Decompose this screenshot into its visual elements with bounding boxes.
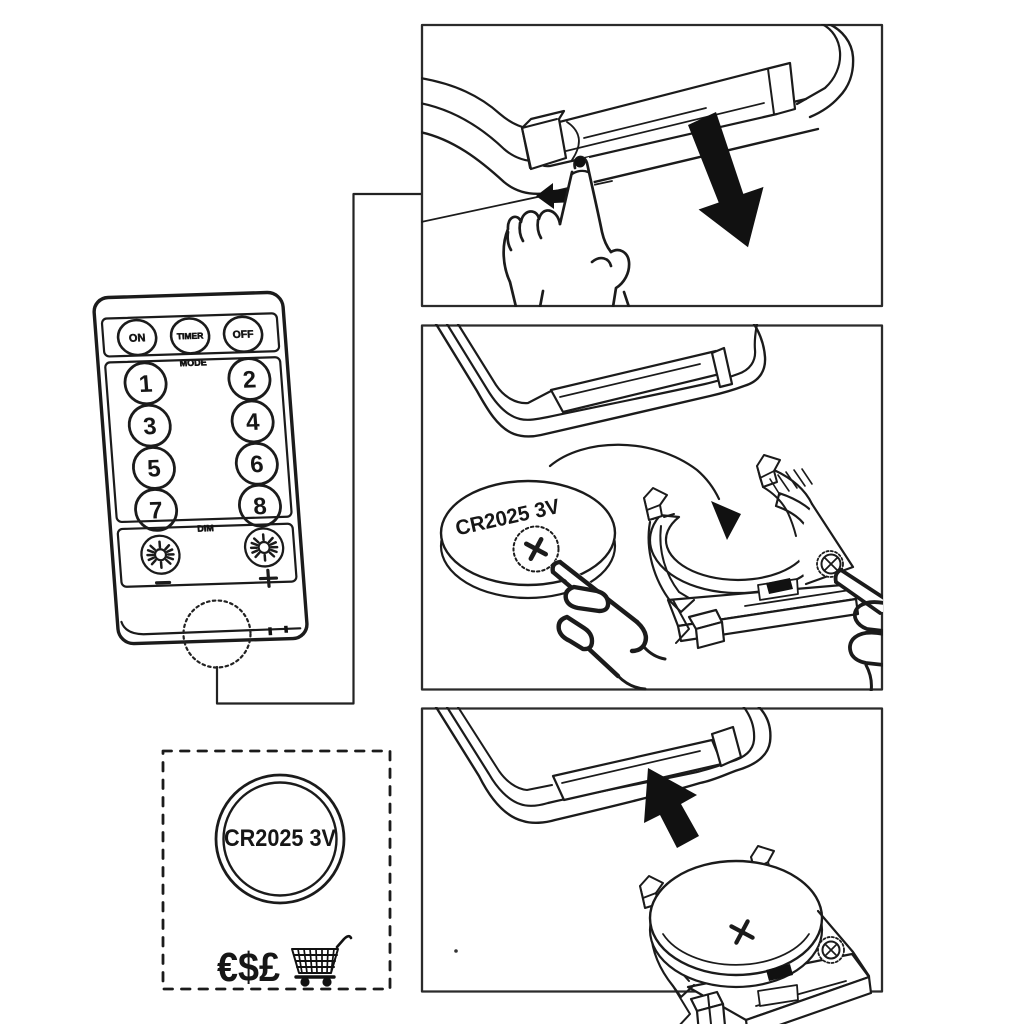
svg-text:OFF: OFF — [232, 328, 254, 341]
svg-text:1: 1 — [138, 371, 153, 398]
svg-text:5: 5 — [146, 455, 161, 482]
svg-text:3: 3 — [142, 413, 157, 440]
svg-text:€$£: €$£ — [217, 944, 280, 990]
svg-text:MODE: MODE — [179, 357, 207, 368]
svg-text:CR2025 3V: CR2025 3V — [224, 825, 336, 852]
svg-text:DIM: DIM — [197, 523, 214, 533]
svg-text:7: 7 — [148, 497, 163, 524]
svg-text:6: 6 — [249, 451, 264, 478]
svg-text:TIMER: TIMER — [177, 330, 204, 341]
svg-text:2: 2 — [242, 366, 257, 393]
svg-text:8: 8 — [252, 493, 267, 520]
svg-text:ON: ON — [129, 332, 146, 344]
svg-text:4: 4 — [245, 409, 261, 436]
